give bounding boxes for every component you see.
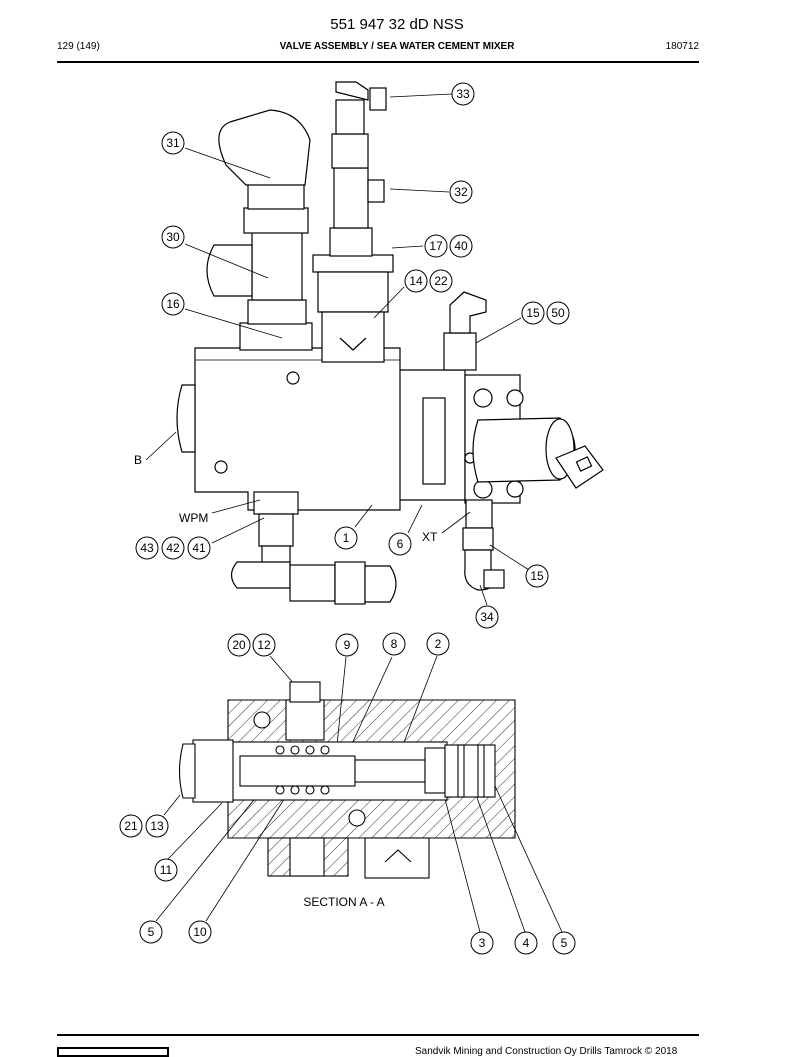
callout-4: 4 [514, 931, 538, 955]
svg-text:9: 9 [344, 638, 351, 652]
document-title: 551 947 32 dD NSS [330, 16, 464, 33]
svg-text:22: 22 [434, 274, 448, 288]
callout-40: 40 [449, 234, 473, 258]
callout-32: 32 [449, 180, 473, 204]
document-subtitle: VALVE ASSEMBLY / SEA WATER CEMENT MIXER [279, 41, 515, 52]
svg-text:21: 21 [124, 819, 138, 833]
document-code: 180712 [665, 41, 699, 52]
svg-text:43: 43 [140, 541, 154, 555]
svg-text:4: 4 [523, 936, 530, 950]
svg-text:2: 2 [435, 637, 442, 651]
svg-text:10: 10 [193, 925, 207, 939]
callout-8: 8 [382, 632, 406, 656]
svg-text:31: 31 [166, 136, 180, 150]
section-label: SECTION A - A [303, 895, 384, 909]
callout-20: 20 [227, 633, 251, 657]
label-xt: XT [422, 530, 438, 544]
svg-text:8: 8 [391, 637, 398, 651]
svg-text:20: 20 [232, 638, 246, 652]
page-number: 129 (149) [57, 41, 100, 52]
svg-text:5: 5 [561, 936, 568, 950]
callout-10: 10 [188, 920, 212, 944]
callout-15-top: 15 [521, 301, 545, 325]
svg-text:50: 50 [551, 306, 565, 320]
callout-11: 11 [154, 858, 178, 882]
svg-text:3: 3 [479, 936, 486, 950]
svg-text:40: 40 [454, 239, 468, 253]
svg-text:42: 42 [166, 541, 180, 555]
callout-16: 16 [161, 292, 185, 316]
callout-34: 34 [475, 605, 499, 629]
svg-text:41: 41 [192, 541, 206, 555]
callout-9: 9 [335, 633, 359, 657]
callout-5-left: 5 [139, 920, 163, 944]
callout-33: 33 [451, 82, 475, 106]
callout-15-bottom: 15 [525, 564, 549, 588]
callout-41: 41 [187, 536, 211, 560]
svg-text:30: 30 [166, 230, 180, 244]
callout-bubbles: 33 31 32 30 17 40 14 22 16 15 50 1 6 43 … [119, 82, 576, 955]
svg-text:15: 15 [526, 306, 540, 320]
svg-text:33: 33 [456, 87, 470, 101]
svg-text:13: 13 [150, 819, 164, 833]
sandvik-logo [57, 1047, 169, 1057]
svg-text:32: 32 [454, 185, 468, 199]
callout-12: 12 [252, 633, 276, 657]
label-wpm: WPM [179, 511, 208, 525]
callout-31: 31 [161, 131, 185, 155]
svg-text:16: 16 [166, 297, 180, 311]
svg-text:1: 1 [343, 531, 350, 545]
header-rule [57, 61, 699, 63]
section-drawing [178, 681, 516, 879]
svg-text:5: 5 [148, 925, 155, 939]
svg-text:11: 11 [160, 863, 173, 877]
callout-22: 22 [429, 269, 453, 293]
callout-50: 50 [546, 301, 570, 325]
footer-rule [57, 1034, 699, 1036]
callout-43: 43 [135, 536, 159, 560]
svg-text:6: 6 [397, 537, 404, 551]
callout-21: 21 [119, 814, 143, 838]
callout-13: 13 [145, 814, 169, 838]
upper-assembly-drawing [176, 81, 604, 605]
callout-6: 6 [388, 532, 412, 556]
svg-text:15: 15 [530, 569, 544, 583]
callout-14: 14 [404, 269, 428, 293]
callout-30: 30 [161, 225, 185, 249]
callout-3: 3 [470, 931, 494, 955]
svg-text:17: 17 [429, 239, 443, 253]
callout-1: 1 [334, 526, 358, 550]
callout-17: 17 [424, 234, 448, 258]
callout-5-right: 5 [552, 931, 576, 955]
label-b: B [134, 453, 142, 467]
callout-42: 42 [161, 536, 185, 560]
svg-text:34: 34 [480, 610, 494, 624]
diagram-text-labels: B WPM XT SECTION A - A [134, 453, 438, 909]
svg-text:14: 14 [409, 274, 423, 288]
footer-copyright: Sandvik Mining and Construction Oy Drill… [415, 1046, 678, 1057]
svg-text:12: 12 [257, 638, 271, 652]
callout-2: 2 [426, 632, 450, 656]
